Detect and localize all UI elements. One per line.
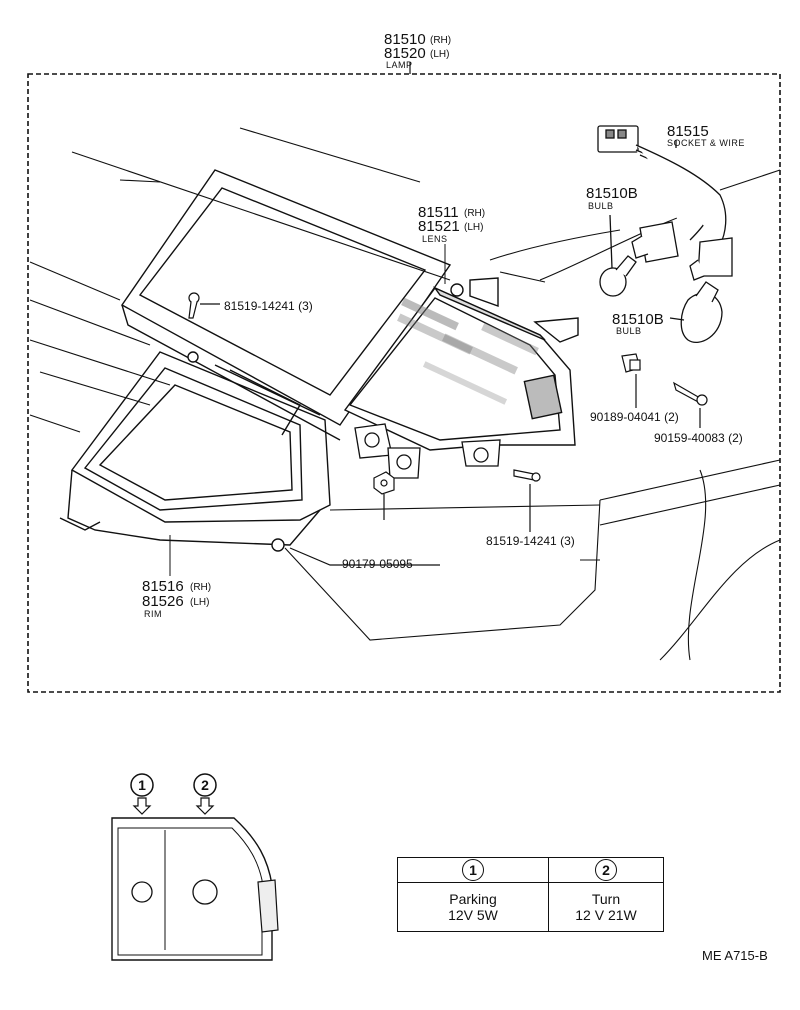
mounting-brackets [354,423,501,479]
spec-col1-marker: 1 [462,859,484,881]
spec-col2-line2: 12 V 21W [575,907,637,923]
screw-top-part [188,292,220,319]
inset-marker-1: 1 [138,777,146,793]
rim-lh: (LH) [190,597,209,608]
bulb-upper-name: BULB [588,201,614,211]
inset-marker-2-circle [193,773,217,797]
inset-marker-1-circle [130,773,154,797]
screw-top-pn: 81519-14241 (3) [224,299,313,313]
lens-texture [397,297,539,405]
bulb-lower-pn: 81510B [612,311,664,328]
rim-bezel [59,351,331,552]
nut-pn: 90179-05095 [342,557,413,571]
lens-pn-rh: 81511 [418,204,459,221]
spec-col2-marker: 2 [595,859,617,881]
inset-arrow-1-icon [132,797,152,815]
rim-pn-lh: 81526 [142,593,184,610]
spec-col1-header: 1 [397,857,549,883]
rim-name: RIM [144,609,162,619]
rim-rh: (RH) [190,582,211,593]
spec-col2-header: 2 [548,857,664,883]
screw-right-part [673,381,708,428]
rear-frame [120,169,452,441]
bulb-upper-pn: 81510B [586,185,638,202]
small-bulb-part [599,214,637,297]
lamp-lh: (LH) [430,49,449,60]
bulb-lower-name: BULB [616,326,642,336]
socket-wire-harness [597,125,733,281]
inset-arrow-2-icon [195,797,215,815]
lamp-pn-rh: 81510 [384,31,426,48]
socket-name: SOCKET & WIRE [667,138,745,148]
spec-col1-line1: Parking [449,891,497,907]
spec-col2-body: Turn 12 V 21W [548,882,664,932]
bulb-position-inset: 1 2 [111,773,279,961]
inset-marker-2: 2 [201,777,209,793]
leader-lines [169,244,446,576]
bulb-spec-table: 1 2 Parking 12V 5W Turn 12 V 21W [397,857,664,932]
diagram-code: ME A715-B [702,948,768,963]
lamp-pn-lh: 81520 [384,45,426,62]
screw-right-pn: 90159-40083 (2) [654,431,743,445]
lens-pn-lh: 81521 [418,218,460,235]
assembly-boundary [27,73,781,693]
lens-assembly [343,277,579,451]
spec-col1-body: Parking 12V 5W [397,882,549,932]
screw-bottom-part [513,469,541,532]
clip-part [621,353,641,408]
screw-bottom-pn: 81519-14241 (3) [486,534,575,548]
lamp-rh: (RH) [430,35,451,46]
socket-pn: 81515 [667,123,709,140]
large-bulb-part [669,281,723,343]
nut-part [289,471,440,566]
spec-col2-line1: Turn [591,891,621,907]
lamp-name: LAMP [386,60,413,70]
lens-lh: (LH) [464,222,483,233]
spec-col1-line2: 12V 5W [448,907,498,923]
clip-pn: 90189-04041 (2) [590,410,679,424]
vehicle-body-lines [29,127,781,661]
lens-rh: (RH) [464,208,485,219]
rim-pn-rh: 81516 [142,578,184,595]
lens-name: LENS [422,234,448,244]
